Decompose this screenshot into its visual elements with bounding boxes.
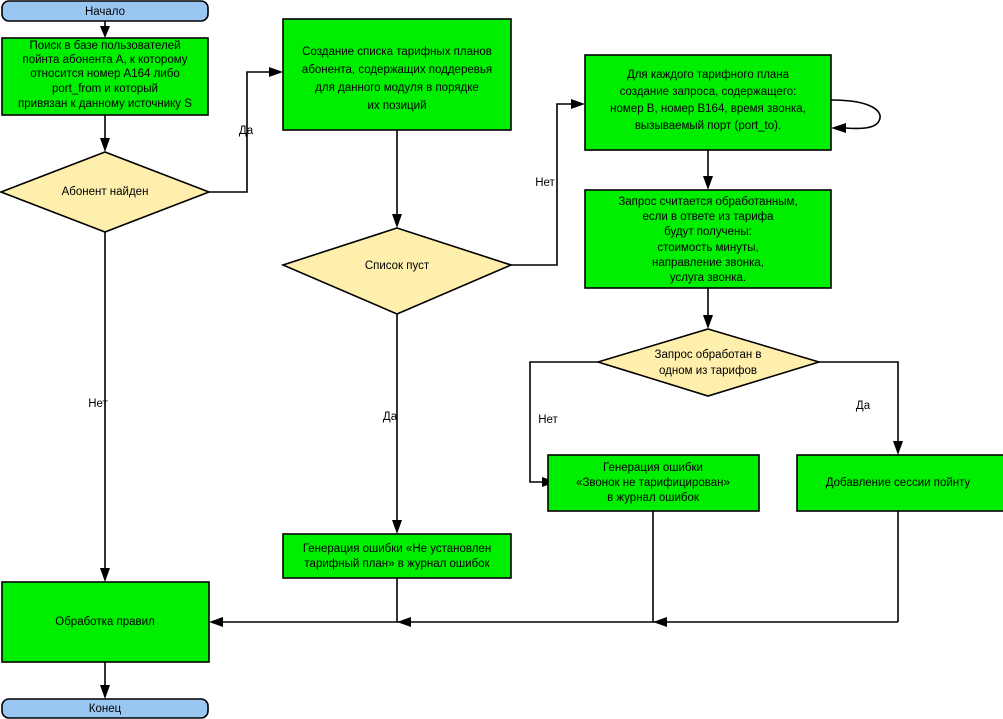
edge-label-processed-yes: Да (856, 400, 871, 412)
node-build-request-line4: вызываемый порт (port_to). (635, 120, 781, 132)
node-add-session[interactable]: Добавление сессии пойнту (796, 454, 1003, 512)
node-search-user-line1: Поиск в базе пользователей (29, 40, 180, 52)
node-request-processed-def[interactable]: Запрос считается обработанным, если в от… (584, 189, 832, 289)
node-start-label: Начало (85, 6, 125, 18)
edge-label-empty-no: Нет (535, 177, 555, 189)
arrowhead-request-to-def (703, 176, 713, 190)
node-search-user[interactable]: Поиск в базе пользователей пойнта абонен… (1, 37, 209, 116)
node-build-tariff-list-line3: для данного модуля в порядке (315, 82, 479, 94)
arrowhead-def-to-decision (703, 315, 713, 329)
arrowhead-found-yes (269, 67, 283, 77)
arrowhead-rules-to-end (100, 685, 110, 699)
node-build-tariff-list-line1: Создание списка тарифных планов (302, 46, 492, 58)
node-subscriber-found[interactable]: Абонент найден (0, 151, 212, 233)
node-search-user-line4: port_from и который (52, 83, 158, 95)
edge-label-empty-yes: Да (383, 411, 398, 423)
arrowhead-build-request-selfloop (831, 123, 846, 133)
node-request-processed-def-line1: Запрос считается обработанным, (618, 196, 797, 208)
node-start[interactable]: Начало (1, 0, 209, 22)
edge-label-found-no: Нет (88, 398, 108, 410)
arrowhead-start-to-search (100, 26, 110, 38)
node-request-processed-def-line4: стоимость минуты, (657, 242, 758, 254)
node-search-user-line5: привязан к данному источнику S (18, 98, 192, 110)
edge-processed-yes (819, 361, 899, 442)
node-error-not-rated-line1: Генерация ошибки (603, 462, 703, 474)
edge-label-found-yes: Да (239, 125, 254, 137)
node-end[interactable]: Конец (1, 698, 209, 719)
node-error-not-rated-line3: в журнал ошибок (607, 492, 700, 504)
arrowhead-bottom-into-rules (209, 617, 223, 627)
edge-found-yes (209, 71, 272, 193)
node-build-request[interactable]: Для каждого тарифного плана создание зап… (584, 54, 832, 151)
arrowhead-search-to-found (100, 138, 110, 152)
node-error-no-plan-line2: тарифный план» в журнал ошибок (304, 558, 490, 570)
arrowhead-found-no (100, 568, 110, 582)
node-build-request-line3: номер B, номер B164, время звонка, (610, 103, 806, 115)
node-build-tariff-list-line2: абонента, содержащих поддеревья (302, 64, 492, 76)
arrowhead-empty-no (571, 99, 585, 109)
node-end-label: Конец (89, 703, 122, 715)
node-list-empty[interactable]: Список пуст (280, 227, 514, 315)
node-search-user-line2: пойнта абонента A, к которому (22, 54, 187, 66)
arrowhead-bottom-mid1 (397, 617, 411, 627)
edge-empty-no (511, 103, 573, 266)
node-build-tariff-list[interactable]: Создание списка тарифных планов абонента… (282, 18, 512, 131)
edge-build-request-selfloop (830, 99, 881, 130)
edges-layer (100, 21, 903, 699)
node-error-no-plan-line1: Генерация ошибки «Не установлен (303, 543, 491, 555)
node-build-request-line2: создание запроса, содержащего: (620, 86, 797, 98)
node-request-processed-def-line5: направление звонка, (652, 257, 764, 269)
node-rules-processing-label: Обработка правил (55, 616, 154, 628)
node-search-user-line3: относится номер A164 либо (30, 68, 179, 80)
node-request-processed-def-line2: если в ответе из тарифа (642, 211, 774, 223)
node-add-session-label: Добавление сессии пойнту (826, 477, 971, 489)
node-error-not-rated-line2: «Звонок не тарифицирован» (576, 477, 730, 489)
node-processed-in-tariff[interactable]: Запрос обработан в одном из тарифов (595, 328, 822, 397)
node-build-request-line1: Для каждого тарифного плана (627, 69, 790, 81)
arrowhead-processed-yes (893, 441, 903, 455)
node-rules-processing[interactable]: Обработка правил (1, 581, 210, 663)
edge-label-processed-no: Нет (538, 414, 558, 426)
arrowhead-bottom-mid2 (653, 617, 667, 627)
node-request-processed-def-line6: услуга звонка. (670, 272, 746, 284)
edge-processed-no (529, 361, 598, 483)
node-error-no-plan[interactable]: Генерация ошибки «Не установлен тарифный… (282, 533, 512, 579)
edge-labels-layer: Да Нет Нет Да Нет Да (88, 125, 870, 426)
node-processed-in-tariff-line1: Запрос обработан в (655, 349, 762, 361)
node-processed-in-tariff-line2: одном из тарифов (659, 365, 757, 377)
arrowhead-empty-yes (392, 520, 402, 534)
arrowhead-list-to-empty (392, 214, 402, 228)
node-request-processed-def-line3: будут получены: (664, 226, 752, 238)
node-subscriber-found-label: Абонент найден (62, 186, 149, 198)
node-error-not-rated[interactable]: Генерация ошибки «Звонок не тарифицирова… (547, 454, 760, 512)
node-list-empty-label: Список пуст (365, 260, 430, 272)
node-build-tariff-list-line4: их позиций (368, 100, 427, 112)
